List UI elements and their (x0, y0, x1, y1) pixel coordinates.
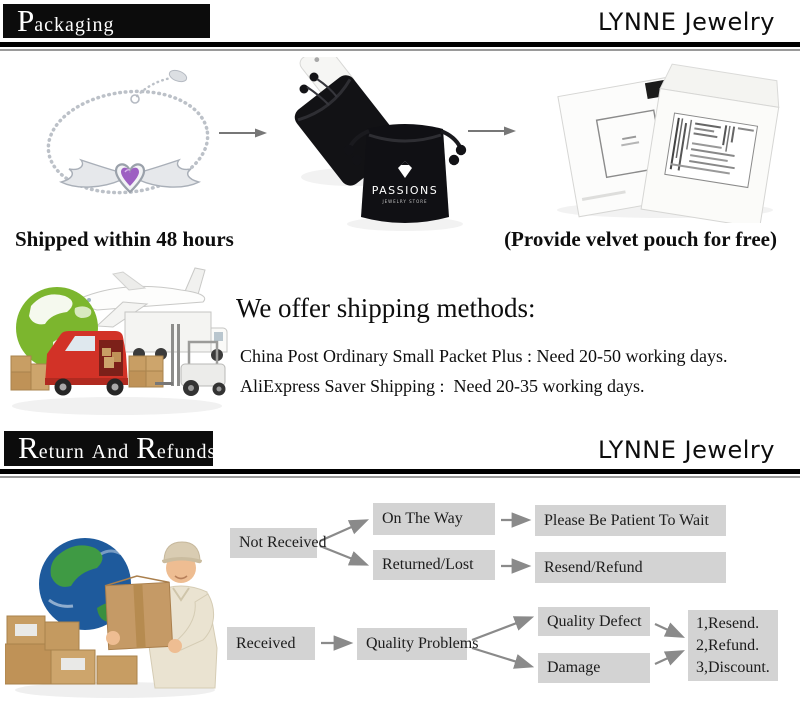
flow-box-quality-defect: Quality Defect (538, 607, 650, 636)
front-pouch: PASSIONS JEWELRY STORE (343, 124, 467, 223)
drawstring (306, 78, 338, 106)
forklift-icon (155, 324, 226, 396)
header-rule-dark (0, 42, 800, 47)
flow-box-be-patient: Please Be Patient To Wait (535, 505, 726, 536)
caption-shipped: Shipped within 48 hours (15, 227, 234, 251)
resolution-line-3: 3,Discount. (696, 659, 770, 676)
returns-rule-dark (0, 469, 800, 474)
header-rule-light (0, 49, 800, 51)
flow-box-not-received: Not Received (230, 528, 327, 558)
diamond-icon (398, 161, 412, 178)
bracelet-image (46, 69, 210, 195)
returns-flowchart: Not Received On The Way Returned/Lost Pl… (220, 495, 800, 701)
packaging-banner-initial: P (17, 3, 35, 38)
brand-logo-top: LYNNE Jewelry (597, 8, 775, 36)
packaging-banner-rest: ackaging (34, 14, 115, 36)
resolution-line-2: 2,Refund. (696, 637, 760, 654)
mailer-envelope-image (557, 63, 780, 223)
flow-box-returned-lost: Returned/Lost (373, 550, 495, 580)
brand-logo-bottom: LYNNE Jewelry (597, 436, 775, 464)
flow-box-resend-refund: Resend/Refund (535, 552, 726, 583)
flow-box-resolutions: 1,Resend. 2,Refund. 3,Discount. (688, 610, 778, 681)
extension-chain (135, 76, 173, 98)
returns-rule-light (0, 476, 800, 478)
pouch-sub-text: JEWELRY STORE (381, 199, 427, 204)
flow-box-received: Received (227, 627, 315, 660)
red-van-icon (45, 331, 128, 396)
parcel-stack (5, 615, 138, 685)
right-arrow-icon (468, 126, 516, 136)
flow-box-on-the-way: On The Way (373, 503, 495, 535)
wing-left-icon (58, 158, 124, 188)
held-box (104, 575, 174, 651)
bracelet-chain (46, 89, 210, 195)
front-envelope (640, 63, 780, 223)
shipping-image (10, 267, 228, 415)
pouch-brand-text: PASSIONS (372, 184, 439, 197)
returns-banner-r1: R (18, 430, 39, 465)
flow-box-damage: Damage (538, 653, 650, 683)
shipping-method-1: China Post Ordinary Small Packet Plus : … (240, 346, 728, 366)
wing-right-icon (136, 158, 202, 188)
flowchart-arrows (319, 512, 685, 669)
flow-box-quality-problems: Quality Problems (357, 628, 478, 660)
returns-banner-r2: R (136, 430, 157, 465)
chain-tag (168, 69, 188, 83)
cargo-truck-icon (124, 311, 228, 361)
shipping-method-2: AliExpress Saver Shipping : Need 20-35 w… (240, 376, 645, 396)
velvet-pouch-image: PASSIONS JEWELRY STORE (294, 57, 467, 231)
right-arrow-icon (219, 128, 267, 138)
delivery-man-figure (104, 541, 218, 689)
caption-pouch-free: (Provide velvet pouch for free) (504, 227, 777, 251)
airplane-icon (80, 267, 206, 328)
shipping-heading: We offer shipping methods: (236, 293, 536, 323)
resolution-line-1: 1,Resend. (696, 615, 760, 632)
warehouse-boxes (10, 355, 164, 391)
shipping-label (664, 112, 759, 189)
delivery-man-image (5, 538, 218, 698)
